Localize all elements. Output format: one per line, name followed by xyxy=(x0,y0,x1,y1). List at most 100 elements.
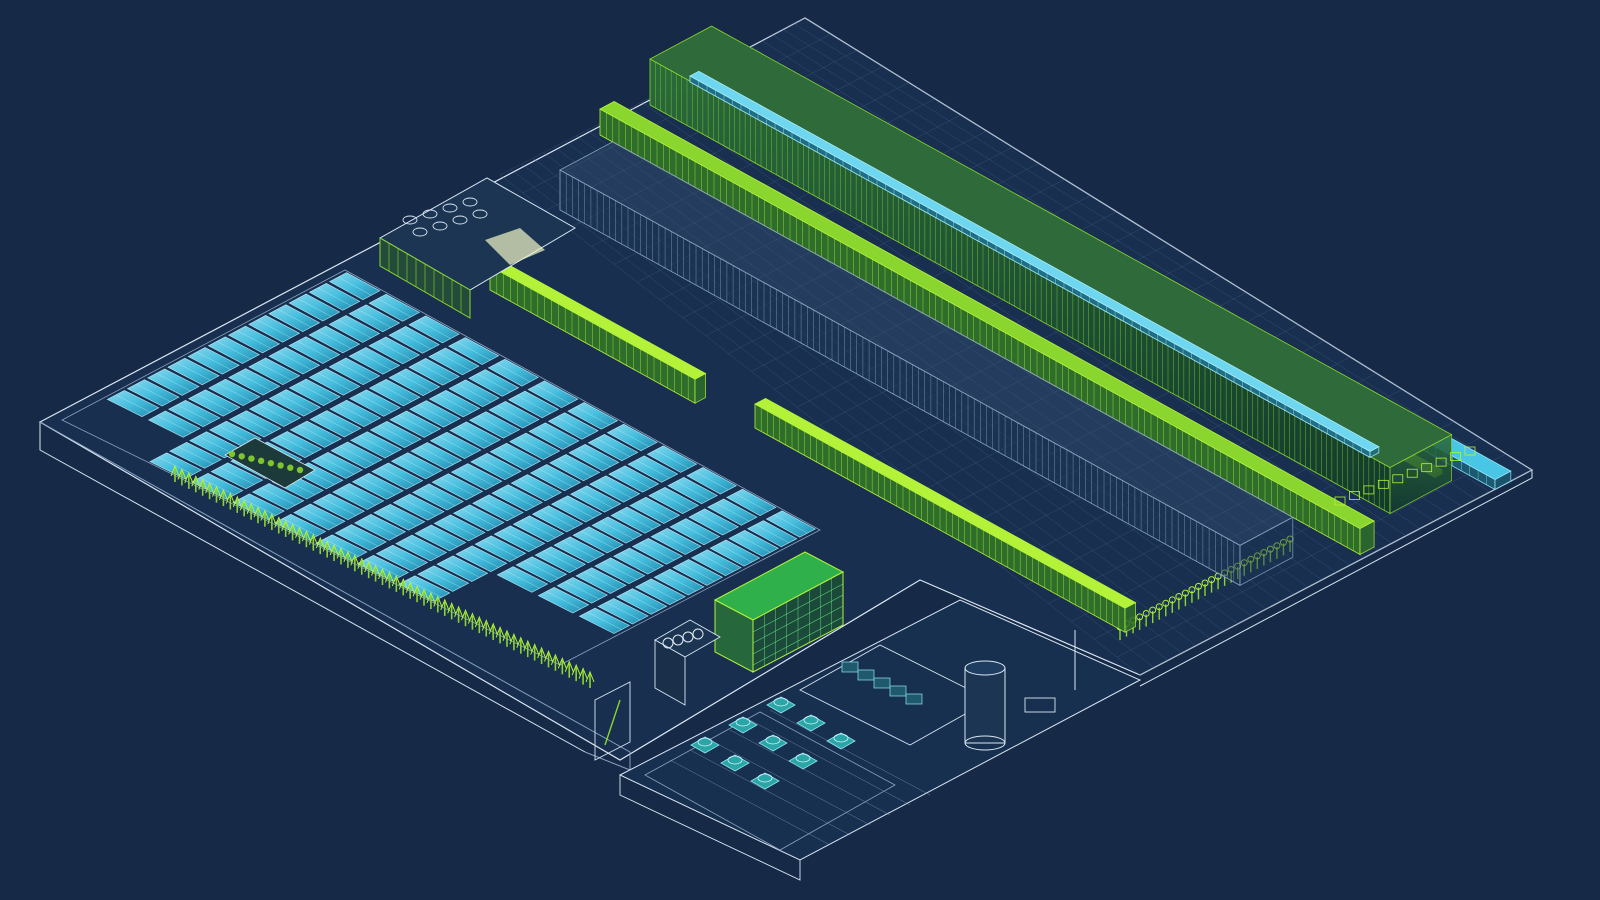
panel-cell-line xyxy=(621,552,656,571)
panel-cell-line xyxy=(774,514,808,534)
panel-cell-line xyxy=(496,363,531,382)
solar-panel-array xyxy=(61,269,821,666)
tree-canopy xyxy=(225,492,235,504)
panel-cell-line xyxy=(445,559,480,578)
courtyard-tree xyxy=(248,455,255,462)
rooftop-unit xyxy=(1421,463,1433,473)
panel-cell-line xyxy=(341,487,376,506)
tree-canopy xyxy=(454,605,464,617)
panel-cell-line xyxy=(357,309,392,328)
panel-cell-line xyxy=(297,341,332,360)
panel-cell-line xyxy=(277,351,312,370)
panel-cell-line xyxy=(156,373,191,392)
panel-cell-line xyxy=(476,373,511,393)
tree-canopy xyxy=(419,588,429,600)
tree-canopy xyxy=(502,629,512,641)
panel-cell-line xyxy=(377,341,412,360)
tree-canopy xyxy=(1162,599,1170,607)
panel-cell-line xyxy=(655,449,689,469)
courtyard-tree xyxy=(228,450,236,458)
tree-canopy xyxy=(281,519,291,532)
panel-cell-line xyxy=(384,549,420,567)
tree-canopy xyxy=(315,536,325,549)
server-hall-wireframe xyxy=(559,141,1294,587)
tree-canopy xyxy=(371,564,381,576)
rooftop-unit xyxy=(1464,446,1476,456)
grid-line xyxy=(1117,453,1507,658)
panel-cell-line xyxy=(459,467,494,486)
rooftop-unit xyxy=(1377,479,1389,489)
panel-cell-line xyxy=(624,592,659,611)
panel-cell-line xyxy=(483,539,518,558)
panel-cell-line xyxy=(377,298,412,318)
rooftop-fan xyxy=(422,209,438,219)
tree-canopy xyxy=(267,512,277,525)
courtyard-tree xyxy=(296,466,304,474)
panel-cell-line xyxy=(605,602,641,621)
tree-canopy xyxy=(550,653,560,665)
panel-cell-line xyxy=(365,559,401,577)
panel-cell-line xyxy=(357,393,393,413)
pipe-run xyxy=(709,739,871,826)
panel-cell-line xyxy=(277,309,312,328)
tree-canopy xyxy=(191,474,201,487)
pipe-run xyxy=(769,709,931,796)
tree-canopy xyxy=(336,547,346,559)
tree-canopy xyxy=(218,488,228,501)
chiller-fan xyxy=(757,773,773,783)
tree-canopy xyxy=(412,584,422,597)
grid-line xyxy=(1139,469,1533,676)
panel-cell-line xyxy=(338,404,373,423)
panel-cell-line xyxy=(715,502,750,522)
panel-cell-line xyxy=(583,571,619,590)
panel-cell-line xyxy=(217,383,252,402)
tree-canopy xyxy=(1260,549,1268,557)
panel-cell-line xyxy=(680,563,715,582)
panel-cell-line xyxy=(596,438,630,457)
panel-cell-line xyxy=(321,497,357,516)
water-tank-base xyxy=(964,735,1006,751)
panel-cell-line xyxy=(380,467,415,486)
plant-edge xyxy=(619,775,801,881)
rooftop-fan xyxy=(452,215,468,225)
transformer xyxy=(682,631,694,643)
tree-canopy xyxy=(530,643,540,655)
tree-canopy xyxy=(357,557,367,569)
panel-cell-line xyxy=(158,457,194,475)
panel-cell-line xyxy=(578,489,613,509)
panel-cell-line xyxy=(216,341,251,360)
panel-cell-line xyxy=(502,529,537,548)
tree-canopy xyxy=(1155,603,1163,611)
entry-gate xyxy=(594,681,631,761)
panel-cell-line xyxy=(480,498,516,517)
panel-cell-line xyxy=(397,330,431,350)
rooftop-fan xyxy=(432,221,448,231)
server-hall-front-b xyxy=(754,397,1137,633)
tree-canopy xyxy=(343,550,353,562)
tree-canopy xyxy=(288,523,298,535)
server-hall-wireframe-roof xyxy=(559,141,1294,546)
panel-cell-line xyxy=(317,372,352,391)
tree-canopy xyxy=(329,543,339,556)
panel-cell-line xyxy=(755,524,790,543)
panel-cell-line xyxy=(519,478,554,497)
tree-canopy xyxy=(523,639,533,652)
panel-cell-line xyxy=(599,521,635,540)
panel-cell-line xyxy=(298,425,333,444)
panel-cell-line xyxy=(437,352,471,371)
rooftop-unit xyxy=(1334,496,1346,506)
tree-canopy xyxy=(1279,538,1287,546)
grid-line xyxy=(804,17,1533,471)
tree-canopy xyxy=(1142,609,1150,617)
tree-canopy xyxy=(564,660,574,672)
panel-cell-line xyxy=(397,373,432,392)
pipe-run xyxy=(729,729,891,816)
lobby-atrium xyxy=(485,228,545,265)
panel-cell-line xyxy=(217,425,253,444)
tree-canopy xyxy=(246,502,256,514)
tree-canopy xyxy=(578,667,588,679)
tree-canopy xyxy=(544,650,553,662)
panel-cell-line xyxy=(219,467,255,485)
panel-cell-line xyxy=(461,508,496,527)
panel-cell-line xyxy=(661,573,697,592)
